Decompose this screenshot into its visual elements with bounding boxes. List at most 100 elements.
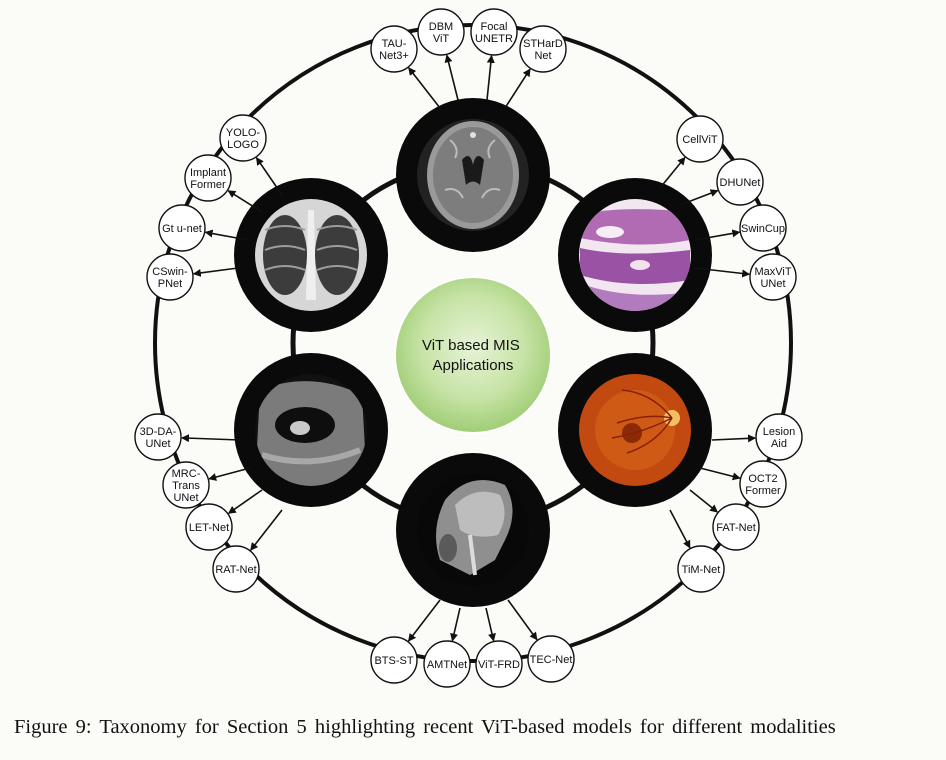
model-node-circle xyxy=(755,413,803,461)
arrow-mri-1 xyxy=(450,607,461,642)
model-node-label-line: UNETR xyxy=(475,33,513,45)
model-node-circle xyxy=(370,636,418,684)
arrow-ultrasound-2 xyxy=(227,489,263,514)
model-node: AMTNet xyxy=(423,640,471,688)
model-node-label-line: Aid xyxy=(771,438,787,450)
model-node-label-line: YOLO- xyxy=(226,127,261,139)
model-node-label-line: STHarD xyxy=(523,38,563,50)
model-node-circle xyxy=(470,8,518,56)
model-node-label-line: CSwin- xyxy=(152,266,188,278)
model-node: FAT-Net xyxy=(712,503,760,551)
arrow-histopathology-2 xyxy=(694,229,741,241)
arrow-xray-2 xyxy=(204,229,249,241)
model-node: CSwin-PNet xyxy=(146,253,194,301)
model-node-circle xyxy=(134,413,182,461)
taxonomy-diagram: ViT based MIS Applications xyxy=(134,8,803,688)
arrow-ct-1 xyxy=(444,54,459,101)
model-node-circle xyxy=(212,545,260,593)
model-node-label: FAT-Net xyxy=(716,522,756,534)
model-node-label-line: UNet xyxy=(173,492,198,504)
model-node-circle xyxy=(184,154,232,202)
model-node-circle xyxy=(677,545,725,593)
fundus-image xyxy=(558,353,712,507)
model-node-label-line: MaxViT xyxy=(754,266,791,278)
model-node-label-line: Gt u-net xyxy=(162,223,202,235)
arrow-fundus-1 xyxy=(699,467,741,481)
model-node-label: TiM-Net xyxy=(682,564,721,576)
center-label-line-2: Applications xyxy=(433,357,514,374)
model-node-label-line: PNet xyxy=(158,278,182,290)
model-node-label-line: FAT-Net xyxy=(716,522,756,534)
model-node-label-line: MRC- xyxy=(172,468,201,480)
arrow-mri-2 xyxy=(485,607,496,642)
model-node-circle xyxy=(739,204,787,252)
model-node: Gt u-net xyxy=(158,204,206,252)
chest-xray-image xyxy=(234,178,388,332)
center-label: ViT based MIS Applications xyxy=(422,337,524,374)
model-node-label: LET-Net xyxy=(189,522,229,534)
model-node-label-line: LOGO xyxy=(227,139,259,151)
figure-caption: Figure 9: Taxonomy for Section 5 highlig… xyxy=(14,716,836,738)
model-node: ViT-FRD xyxy=(475,640,523,688)
model-node-label-line: Net3+ xyxy=(379,50,409,62)
model-node-label: YOLO-LOGO xyxy=(226,127,261,151)
arrow-ultrasound-1 xyxy=(208,467,251,481)
model-node: 3D-DA-UNet xyxy=(134,413,182,461)
model-node: TEC-Net xyxy=(527,635,575,683)
histopathology-image xyxy=(558,178,712,332)
model-node-label-line: UNet xyxy=(760,278,785,290)
center-label-line-1: ViT based MIS xyxy=(422,337,520,354)
arrow-fundus-0 xyxy=(711,434,757,443)
ct-brain-image xyxy=(396,98,550,252)
model-node-label-line: TiM-Net xyxy=(682,564,721,576)
model-node-label-line: Former xyxy=(745,485,781,497)
model-node-label-line: TAU- xyxy=(382,38,407,50)
model-node-label-line: ViT xyxy=(433,33,450,45)
center-node: ViT based MIS Applications xyxy=(394,276,552,434)
model-node: DHUNet xyxy=(716,158,764,206)
arrow-mri-0 xyxy=(407,599,441,642)
arrow-xray-3 xyxy=(192,267,239,277)
model-node-label: TEC-Net xyxy=(530,654,573,666)
arrow-histopathology-3 xyxy=(694,267,751,278)
model-node-label-line: SwinCup xyxy=(741,223,785,235)
model-node-label: SwinCup xyxy=(741,223,785,235)
ultrasound-image xyxy=(234,353,388,507)
arrow-ultrasound-0 xyxy=(180,434,241,443)
model-node-label: ViT-FRD xyxy=(478,659,520,671)
model-node-label-line: LET-Net xyxy=(189,522,229,534)
model-node-circle xyxy=(739,460,787,508)
model-node-label: DHUNet xyxy=(720,177,761,189)
arrow-fundus-2 xyxy=(689,489,719,513)
arrow-histopathology-0 xyxy=(659,156,686,189)
model-node-label: 3D-DA-UNet xyxy=(140,426,177,450)
arrow-xray-1 xyxy=(227,190,263,213)
model-node-label-line: RAT-Net xyxy=(215,564,256,576)
model-node-circle xyxy=(423,640,471,688)
model-node-label: CSwin-PNet xyxy=(152,266,188,290)
arrow-xray-0 xyxy=(255,156,283,196)
model-node-label-line: Former xyxy=(190,179,226,191)
model-node-label-line: Lesion xyxy=(763,426,795,438)
edges xyxy=(180,54,757,642)
arrow-ct-0 xyxy=(408,67,441,109)
model-node-label-line: AMTNet xyxy=(427,659,467,671)
model-node: RAT-Net xyxy=(212,545,260,593)
arrow-fundus-3 xyxy=(669,509,691,549)
model-node-circle xyxy=(716,158,764,206)
model-node-circle xyxy=(519,25,567,73)
model-node-label-line: Implant xyxy=(190,167,226,179)
